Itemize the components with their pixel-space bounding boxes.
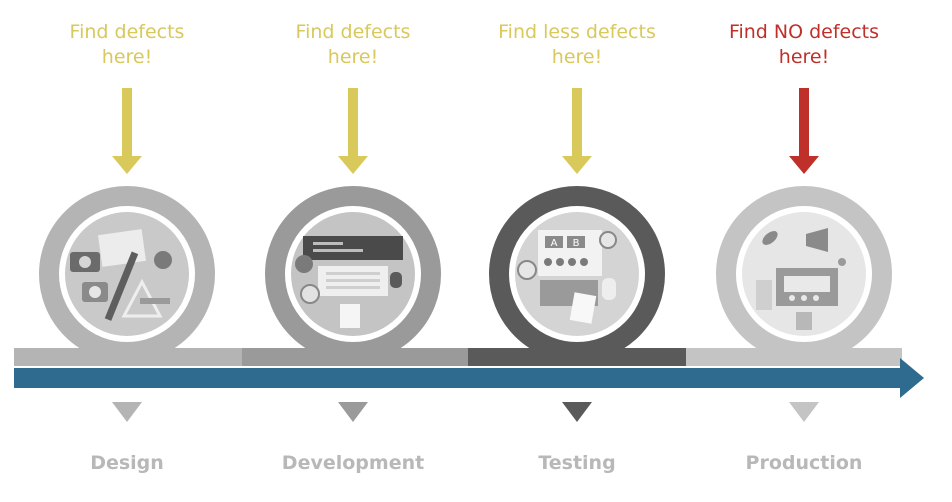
callout-development: Find defects here! bbox=[243, 20, 463, 70]
callout-development-line1: Find defects bbox=[295, 21, 411, 43]
phase-ring-production bbox=[716, 186, 892, 362]
phase-label-design: Design bbox=[90, 452, 164, 474]
callout-arrow-development bbox=[338, 88, 368, 174]
callout-design: Find defects here! bbox=[17, 20, 237, 70]
callout-design-line2: here! bbox=[101, 46, 153, 68]
callout-arrow-design bbox=[112, 88, 142, 174]
phase-label-development: Development bbox=[281, 452, 425, 474]
callout-testing: Find less defects here! bbox=[467, 20, 687, 70]
callout-testing-line1: Find less defects bbox=[498, 21, 656, 43]
phase-marker-design bbox=[112, 402, 142, 422]
callout-design-line1: Find defects bbox=[69, 21, 185, 43]
phase-ring-testing bbox=[489, 186, 665, 362]
rocket-launch-icon bbox=[742, 212, 866, 336]
callout-arrow-testing bbox=[562, 88, 592, 174]
laptop-coding-icon bbox=[291, 212, 415, 336]
callout-arrow-production bbox=[789, 88, 819, 174]
phase-marker-production bbox=[789, 402, 819, 422]
callout-production-line1: Find NO defects bbox=[728, 21, 880, 43]
ab-testing-icon: A B bbox=[515, 212, 639, 336]
svg-text:A: A bbox=[551, 238, 558, 249]
svg-text:B: B bbox=[573, 238, 580, 249]
callout-production-line2: here! bbox=[778, 46, 830, 68]
phase-label-production: Production bbox=[745, 452, 863, 474]
design-tools-icon bbox=[65, 212, 189, 336]
callout-testing-line2: here! bbox=[551, 46, 603, 68]
phase-ring-development bbox=[265, 186, 441, 362]
callout-development-line2: here! bbox=[327, 46, 379, 68]
timeline-arrow bbox=[14, 358, 924, 398]
phase-label-testing: Testing bbox=[538, 452, 616, 474]
phase-marker-development bbox=[338, 402, 368, 422]
phase-ring-design bbox=[39, 186, 215, 362]
callout-production: Find NO defects here! bbox=[694, 20, 914, 70]
phase-marker-testing bbox=[562, 402, 592, 422]
